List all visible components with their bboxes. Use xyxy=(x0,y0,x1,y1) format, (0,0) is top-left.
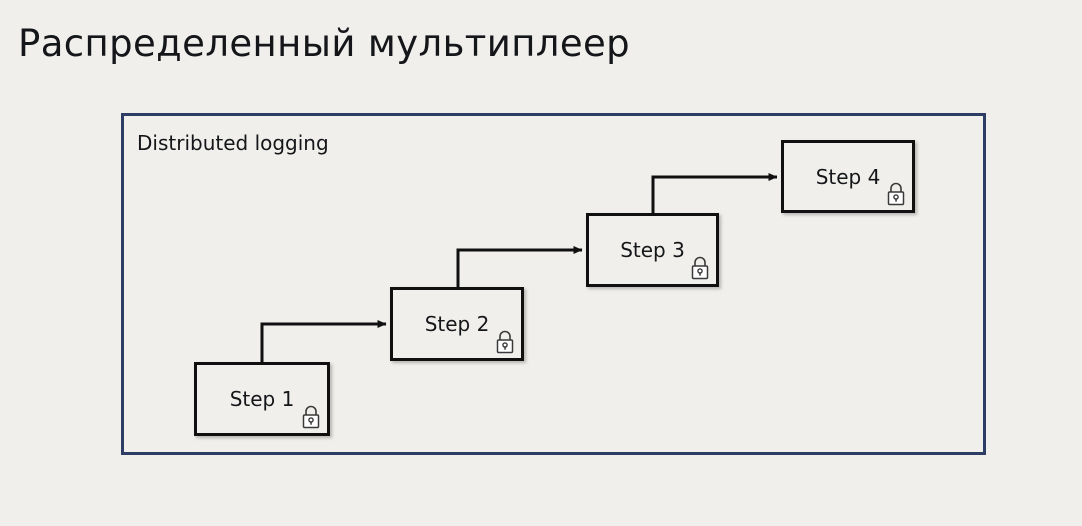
distributed-logging-label: Distributed logging xyxy=(137,131,329,155)
step-box-2[interactable]: Step 2 xyxy=(390,287,524,361)
lock-icon xyxy=(496,330,514,354)
step-label-1: Step 1 xyxy=(229,387,295,411)
page-title: Распределенный мультиплеер xyxy=(18,22,631,65)
step-box-4[interactable]: Step 4 xyxy=(781,140,915,213)
connector-step3-step4 xyxy=(651,173,778,214)
lock-icon xyxy=(302,405,320,429)
step-box-1[interactable]: Step 1 xyxy=(194,362,330,436)
connector-step1-step2 xyxy=(260,320,387,363)
step-label-4: Step 4 xyxy=(815,164,881,189)
lock-icon xyxy=(887,182,905,206)
lock-icon xyxy=(691,256,709,280)
connector-step2-step3 xyxy=(456,246,583,288)
distributed-logging-group xyxy=(121,113,986,455)
step-label-2: Step 2 xyxy=(424,312,490,336)
step-box-3[interactable]: Step 3 xyxy=(586,213,719,287)
step-label-3: Step 3 xyxy=(620,238,685,262)
